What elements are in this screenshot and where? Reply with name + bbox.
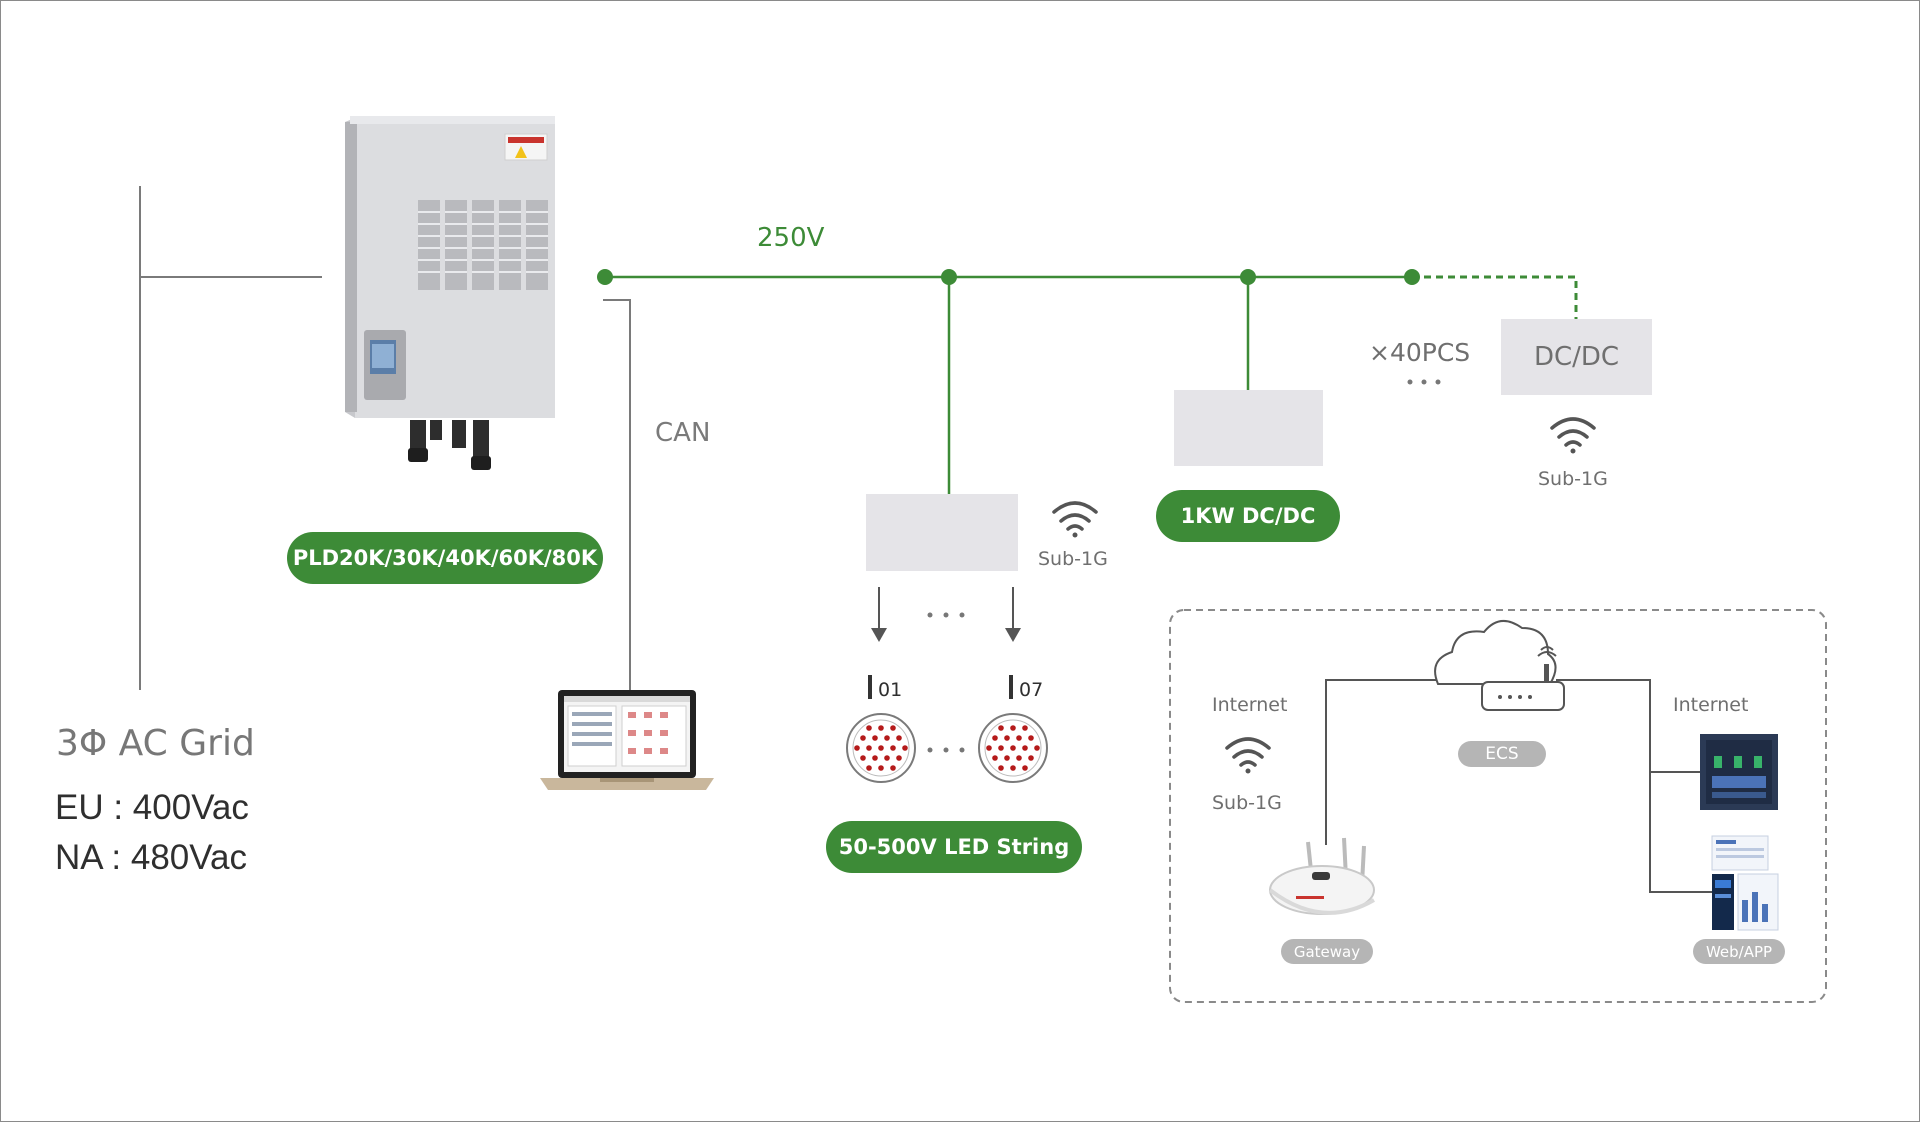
cloud-icon [1434, 620, 1557, 685]
inverter-cabinet-icon [345, 116, 555, 470]
string-first-label: 01 [878, 679, 903, 701]
bus-voltage-label: 250V [757, 223, 825, 253]
router-icon [1481, 646, 1565, 711]
string-marker [1009, 675, 1013, 699]
can-label: CAN [655, 418, 711, 448]
gateway-device-icon [1268, 837, 1375, 915]
string-last-label: 07 [1019, 679, 1044, 701]
grid-eu-voltage: EU : 400Vac [55, 788, 249, 827]
ellipsis-icon [927, 612, 965, 618]
dashboard-icon [1700, 734, 1778, 810]
grid-title: 3Φ AC Grid [56, 723, 255, 764]
grid-na-voltage: NA : 480Vac [55, 838, 247, 877]
network-group-box [1169, 609, 1827, 1003]
can-line [603, 299, 631, 690]
dcdc-count-label: ×40PCS [1369, 338, 1471, 367]
inverter-model-pill: PLD20K/30K/40K/60K/80K [287, 532, 603, 584]
led-driver-box [866, 494, 1018, 571]
internet-left-label: Internet [1212, 694, 1288, 716]
dc-bus-dashed-line [1412, 275, 1578, 320]
led-driver-wireless-label: Sub-1G [1038, 548, 1108, 570]
led-lamp-icon [846, 713, 916, 783]
ellipsis-icon [1407, 379, 1441, 385]
led-output-arrows [871, 587, 1021, 642]
webapp-pill: Web/APP [1693, 939, 1785, 964]
dcdc-multi-box: DC/DC [1501, 319, 1652, 395]
webapp-screens-icon [1711, 835, 1779, 931]
wifi-icon [1550, 417, 1596, 454]
led-string-pill: 50-500V LED String [826, 821, 1082, 873]
gateway-link-line [1325, 679, 1438, 845]
ecs-pill: ECS [1458, 741, 1546, 767]
laptop-icon [540, 690, 714, 790]
internet-right-label: Internet [1673, 694, 1749, 716]
bus-node [1404, 269, 1420, 285]
dcdc-1kw-box [1174, 390, 1323, 466]
gateway-wireless-label: Sub-1G [1212, 792, 1282, 814]
dcdc-box-label: DC/DC [1533, 342, 1620, 372]
string-marker [868, 675, 872, 699]
wifi-icon [1052, 501, 1098, 538]
webapp-link-line [1556, 679, 1712, 893]
wifi-icon [1225, 737, 1271, 774]
dcdc-1kw-pill: 1KW DC/DC [1156, 490, 1340, 542]
ellipsis-icon [927, 747, 965, 753]
bus-node [597, 269, 613, 285]
dcdc-wireless-label: Sub-1G [1538, 468, 1608, 490]
led-lamp-icon [978, 713, 1048, 783]
gateway-pill: Gateway [1281, 939, 1373, 964]
